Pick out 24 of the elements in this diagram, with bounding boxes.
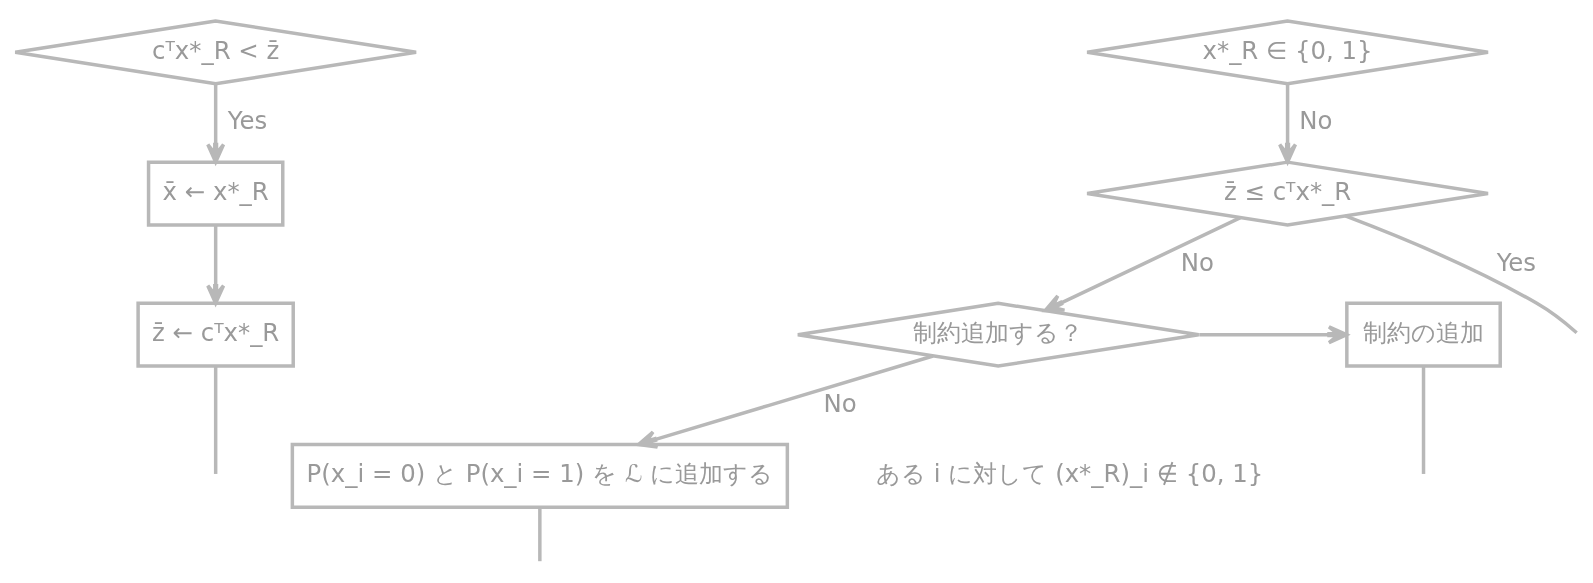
node-diamond: 制約追加する？ [796,301,1201,368]
edge-label: No [1299,105,1333,135]
edge-label: Yes [1496,247,1537,277]
edge-label: No [1180,247,1214,277]
edge-label: Yes [227,105,268,135]
label: ある i に対して (x*_R)_i ∉ {0, 1} [876,458,1264,488]
arrow [206,224,226,305]
node-diamond: z̄ ≤ cᵀx*_R [1085,159,1490,227]
edge-label: No [823,388,857,418]
connector [1344,213,1578,334]
arrow [1043,215,1242,312]
arrow [206,83,226,164]
node-box: z̄ ← cᵀx*_R [136,301,295,368]
arrow [636,353,934,449]
arrow [1199,324,1349,344]
connector [538,506,542,561]
node-box: x̄ ← x*_R [146,159,285,227]
connector [213,365,218,474]
node-diamond: cᵀx*_R < z̄ [13,18,418,85]
connector [1421,365,1426,474]
node-diamond: x*_R ∈ {0, 1} [1085,18,1490,85]
node-box: P(x_i = 0) と P(x_i = 1) を ℒ に追加する [290,442,790,509]
arrow [1278,83,1298,164]
node-box: 制約の追加 [1345,301,1502,368]
